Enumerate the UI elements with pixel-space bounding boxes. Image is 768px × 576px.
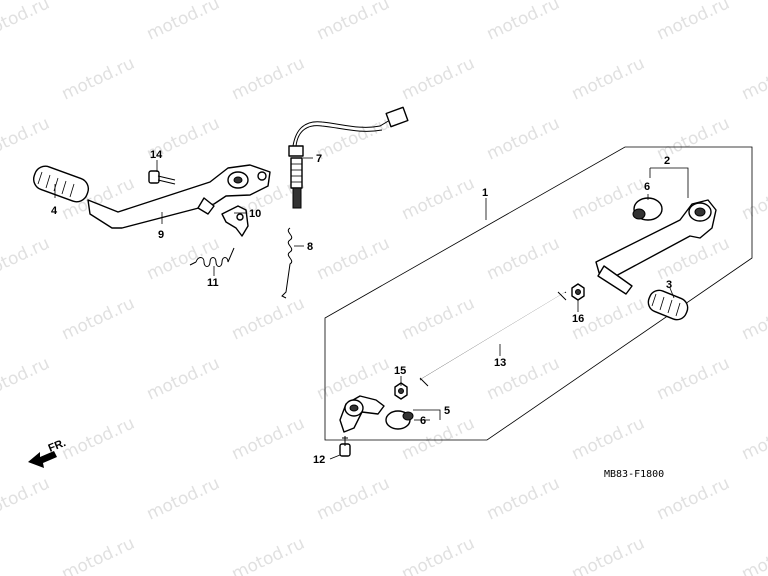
watermark-68: motod.ru — [739, 413, 768, 464]
watermark-19: motod.ru — [654, 0, 733, 45]
callout-13: 13 — [494, 357, 506, 369]
callout-6-lower: 6 — [420, 415, 426, 427]
shift-pedal-2 — [595, 199, 717, 295]
watermark-26: motod.ru — [739, 53, 768, 104]
callout-12: 12 — [313, 454, 325, 466]
watermark-80: motod.ru — [399, 533, 478, 576]
callout-11: 11 — [207, 277, 219, 289]
callout-5: 5 — [444, 405, 450, 417]
callout-16: 16 — [572, 313, 584, 325]
watermark-43: motod.ru — [0, 233, 53, 284]
watermark-82: motod.ru — [739, 533, 768, 576]
watermark-32: motod.ru — [484, 113, 563, 164]
watermark-22: motod.ru — [59, 53, 138, 104]
tie-rod-13 — [419, 291, 567, 387]
watermark-18: motod.ru — [484, 0, 563, 45]
watermark-45: motod.ru — [314, 233, 393, 284]
watermark-38: motod.ru — [399, 173, 478, 224]
watermark-74: motod.ru — [484, 473, 563, 524]
brake-pedal-9 — [87, 164, 271, 229]
callout-1: 1 — [482, 187, 488, 199]
watermark-71: motod.ru — [0, 473, 53, 524]
watermark-40: motod.ru — [739, 173, 768, 224]
watermark-61: motod.ru — [654, 353, 733, 404]
nut-16 — [571, 283, 585, 301]
callout-8: 8 — [307, 241, 313, 253]
switch-spring-8 — [281, 227, 293, 299]
watermark-65: motod.ru — [229, 413, 308, 464]
shift-arm-5 — [339, 395, 385, 433]
callout-15: 15 — [394, 365, 406, 377]
watermark-29: motod.ru — [0, 113, 53, 164]
assembly-outline-1 — [324, 146, 753, 441]
watermark-51: motod.ru — [229, 293, 308, 344]
joint-6-upper — [632, 197, 663, 221]
callout-3: 3 — [666, 279, 672, 291]
bolt-12 — [339, 436, 351, 457]
callout-9: 9 — [158, 229, 164, 241]
watermark-59: motod.ru — [314, 353, 393, 404]
watermark-52: motod.ru — [399, 293, 478, 344]
callout-10: 10 — [249, 208, 261, 220]
leader-lines — [54, 157, 689, 460]
pedal-rubber-4 — [32, 165, 90, 203]
spring-11 — [189, 247, 235, 267]
watermark-16: motod.ru — [144, 0, 223, 45]
nut-15 — [394, 382, 408, 400]
joint-6-lower — [385, 410, 414, 430]
watermark-81: motod.ru — [569, 533, 648, 576]
watermark-64: motod.ru — [59, 413, 138, 464]
watermark-75: motod.ru — [654, 473, 733, 524]
shift-rubber-3 — [647, 289, 689, 321]
callout-7: 7 — [316, 153, 322, 165]
bolt-14 — [148, 170, 176, 185]
callout-14: 14 — [150, 149, 163, 161]
watermark-72: motod.ru — [144, 473, 223, 524]
callout-2: 2 — [664, 155, 670, 167]
watermark-46: motod.ru — [484, 233, 563, 284]
callout-4: 4 — [51, 205, 58, 217]
watermark-79: motod.ru — [229, 533, 308, 576]
watermark-58: motod.ru — [144, 353, 223, 404]
watermark-17: motod.ru — [314, 0, 393, 45]
watermark-23: motod.ru — [229, 53, 308, 104]
watermark-73: motod.ru — [314, 473, 393, 524]
watermark-25: motod.ru — [569, 53, 648, 104]
watermark-15: motod.ru — [0, 0, 53, 45]
watermark-50: motod.ru — [59, 293, 138, 344]
watermark-31: motod.ru — [314, 113, 393, 164]
switch-plate-10 — [221, 205, 249, 237]
callout-6-upper: 6 — [644, 181, 650, 193]
brake-light-switch-7 — [288, 106, 409, 209]
watermark-67: motod.ru — [569, 413, 648, 464]
watermark-57: motod.ru — [0, 353, 53, 404]
watermark-24: motod.ru — [399, 53, 478, 104]
watermark-54: motod.ru — [739, 293, 768, 344]
diagram-code: MB83-F1800 — [604, 469, 664, 480]
watermark-78: motod.ru — [59, 533, 138, 576]
